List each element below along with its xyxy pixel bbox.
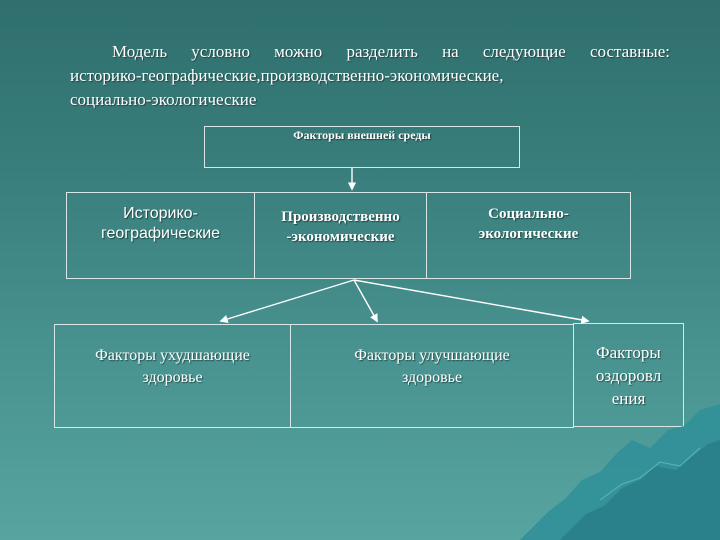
- health-label-line-1: Факторы: [596, 342, 661, 362]
- improving-label-line-2: здоровье: [401, 369, 463, 386]
- social-label-line-2: экологические: [478, 226, 579, 242]
- improving-factors-cell: Факторы улучшающие здоровье: [291, 325, 573, 427]
- arrow-to-health-improvement: [353, 279, 590, 324]
- historical-label-line-1: Историко-: [123, 205, 198, 222]
- intro-text: Модель условно можно разделить на следую…: [70, 40, 670, 112]
- health-label-line-3: ения: [611, 388, 646, 408]
- worsening-factors-label: Факторы ухудшающие здоровье: [95, 345, 250, 389]
- arrow-to-worsening: [219, 279, 355, 324]
- health-label-line-2: оздоровл: [595, 365, 662, 385]
- production-label-line-2: -экономические: [286, 229, 395, 245]
- factor-types-row: Историко- географические Производственно…: [66, 192, 631, 279]
- social-ecological-cell: Социально- экологические: [427, 193, 630, 278]
- external-factors-box: Факторы внешней среды: [204, 126, 520, 168]
- intro-line-1: Модель условно можно разделить на следую…: [112, 42, 670, 61]
- worsening-factors-cell: Факторы ухудшающие здоровье: [55, 325, 291, 427]
- mountain-shape-front: [560, 440, 720, 540]
- improving-factors-label: Факторы улучшающие здоровье: [354, 345, 510, 389]
- production-economic-cell: Производственно -экономические: [255, 193, 427, 278]
- historical-label-line-2: географические: [100, 225, 221, 242]
- social-ecological-label: Социально- экологические: [479, 204, 579, 244]
- improving-label-line-1: Факторы улучшающие: [354, 347, 510, 364]
- external-factors-label: Факторы внешней среды: [293, 128, 431, 142]
- worsening-label-line-1: Факторы ухудшающие: [95, 347, 250, 364]
- production-label-line-1: Производственно: [281, 209, 400, 225]
- health-improvement-box: Факторы оздоровл ения: [573, 323, 684, 427]
- social-label-line-1: Социально-: [488, 206, 569, 222]
- health-improvement-label: Факторы оздоровл ения: [596, 341, 661, 410]
- health-impact-row: Факторы ухудшающие здоровье Факторы улуч…: [54, 324, 574, 428]
- production-economic-label: Производственно -экономические: [281, 207, 399, 247]
- historical-geographic-label: Историко- географические: [101, 204, 220, 244]
- intro-line-3: социально-экологические: [70, 90, 257, 109]
- arrow-to-improving: [353, 279, 378, 323]
- historical-geographic-cell: Историко- географические: [67, 193, 255, 278]
- intro-line-2: историко-географические,производственно-…: [70, 66, 504, 85]
- worsening-label-line-2: здоровье: [142, 369, 203, 386]
- mountain-ridge-highlight: [599, 447, 701, 501]
